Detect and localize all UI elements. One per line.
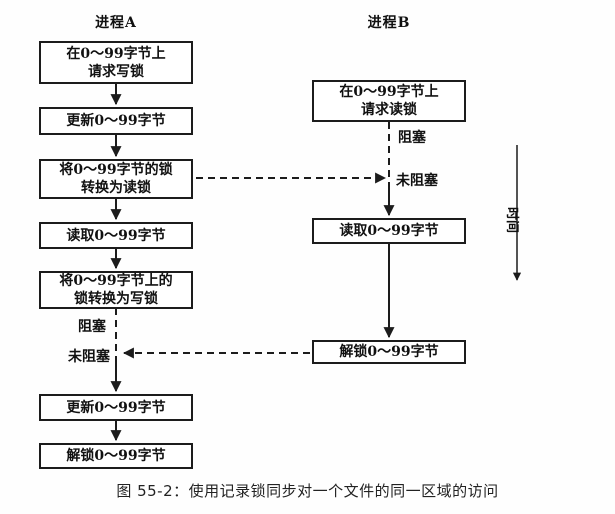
process-b-blocked-label: 阻塞: [398, 130, 426, 146]
process-a-title: 进程A: [95, 15, 137, 31]
process-b-step-request-read-lock: 在0～99字节上 请求读锁: [312, 80, 466, 122]
step-line: 将0～99字节的锁: [59, 162, 173, 178]
step-line: 锁转换为写锁: [74, 291, 158, 307]
step-line: 在0～99字节上: [339, 84, 439, 100]
process-a-step-convert-to-read-lock: 将0～99字节的锁 转换为读锁: [39, 159, 193, 199]
process-a-blocked-label: 阻塞: [78, 319, 106, 335]
process-b-unblocked-label: 未阻塞: [396, 173, 438, 189]
step-line: 将0～99字节上的: [59, 273, 173, 289]
process-b-title: 进程B: [367, 15, 411, 31]
process-a-step-convert-to-write-lock: 将0～99字节上的 锁转换为写锁: [39, 271, 193, 309]
process-a-step-update-bytes-2: 更新0～99字节: [39, 394, 193, 421]
process-a-step-update-bytes: 更新0～99字节: [39, 107, 193, 135]
process-b-step-read-bytes: 读取0～99字节: [312, 218, 466, 244]
step-line: 解锁0～99字节: [66, 448, 166, 464]
step-line: 读取0～99字节: [66, 227, 166, 244]
step-line: 解锁0～99字节: [339, 344, 439, 360]
process-a-step-request-write-lock: 在0～99字节上 请求写锁: [39, 41, 193, 84]
step-line: 在0～99字节上: [66, 45, 166, 62]
time-axis-label: 时间: [504, 206, 519, 233]
step-line: 更新0～99字节: [66, 113, 166, 129]
step-line: 转换为读锁: [81, 180, 151, 196]
process-a-unblocked-label: 未阻塞: [68, 349, 110, 365]
step-line: 请求读锁: [361, 102, 417, 118]
step-line: 读取0～99字节: [339, 223, 439, 239]
figure-caption: 图 55-2：使用记录锁同步对一个文件的同一区域的访问: [116, 482, 499, 500]
step-line: 更新0～99字节: [66, 399, 166, 416]
step-line: 请求写锁: [88, 63, 144, 80]
process-a-step-read-bytes: 读取0～99字节: [39, 222, 193, 249]
process-a-step-unlock-bytes: 解锁0～99字节: [39, 443, 193, 469]
process-b-step-unlock-bytes: 解锁0～99字节: [312, 340, 466, 364]
